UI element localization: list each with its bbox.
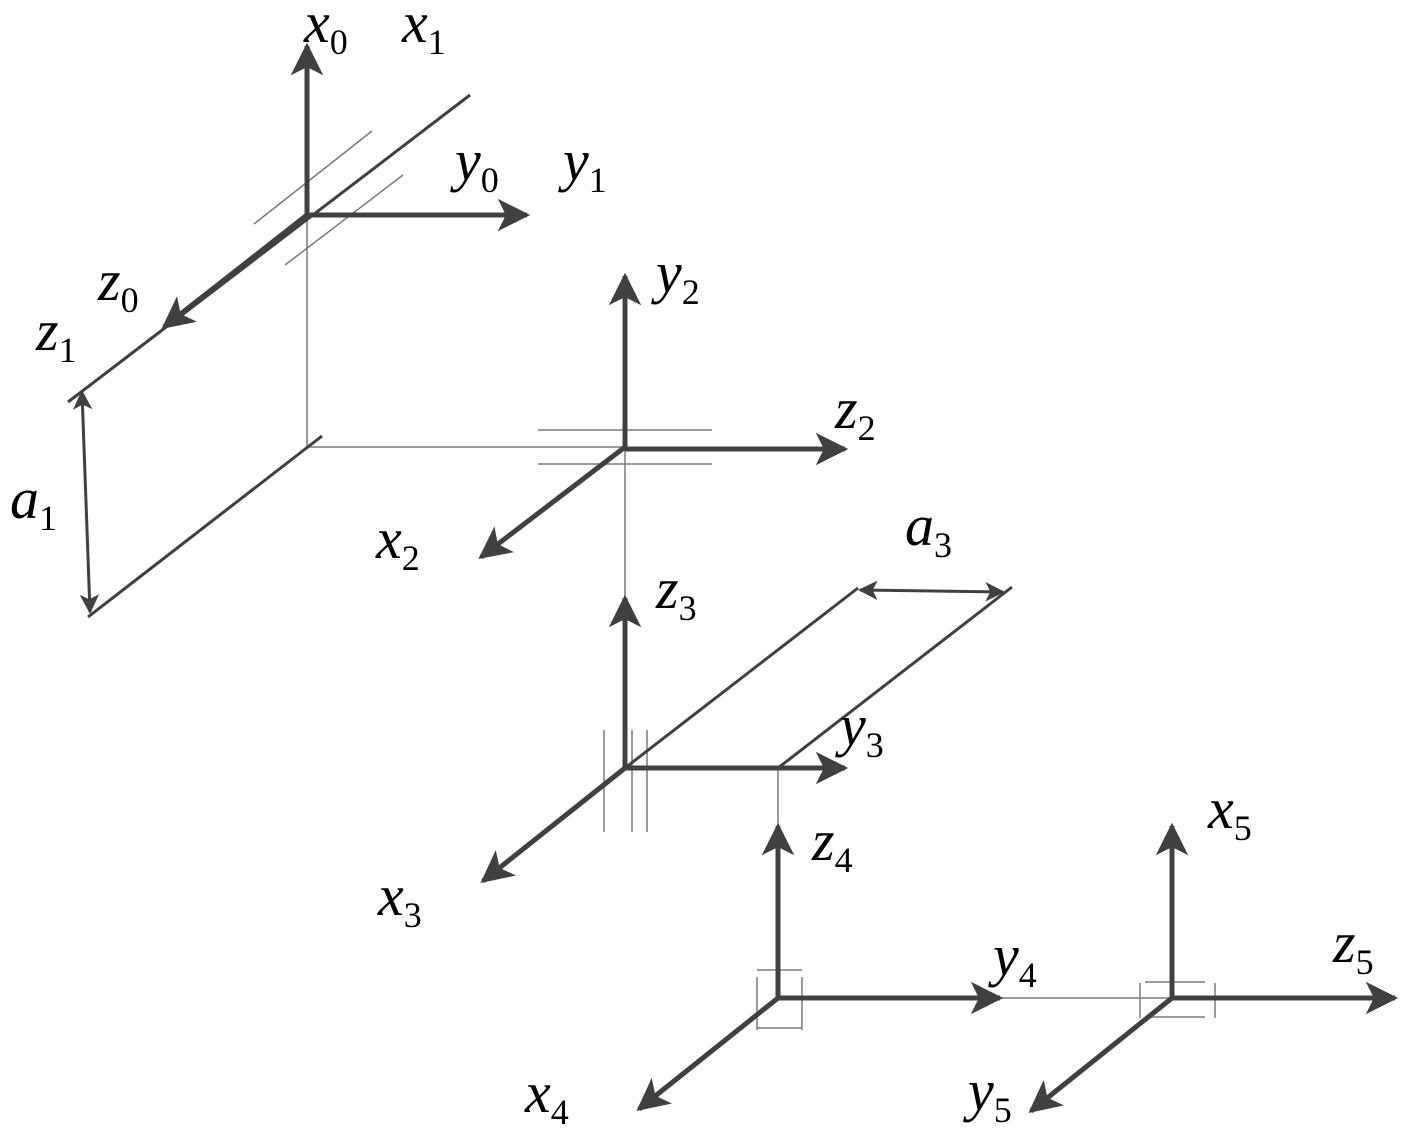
label-a1: a1 bbox=[10, 466, 57, 538]
frame-4 bbox=[636, 822, 1004, 1112]
label-x1: x1 bbox=[401, 0, 446, 62]
frame-2 bbox=[478, 272, 849, 559]
label-y0: y0 bbox=[450, 128, 499, 200]
label-x3: x3 bbox=[377, 863, 422, 935]
frame-5 bbox=[1028, 822, 1399, 1114]
label-y5: y5 bbox=[963, 1058, 1012, 1130]
label-z1: z1 bbox=[35, 298, 77, 370]
link-lines bbox=[67, 93, 1013, 770]
axis-labels: x0 x1 y0 y1 z0 z1 a1 y2 z2 x2 a3 z3 y3 x… bbox=[10, 0, 1374, 1132]
a1-dimension bbox=[72, 390, 100, 614]
label-y2: y2 bbox=[651, 240, 700, 312]
label-x2: x2 bbox=[375, 506, 420, 578]
label-a3: a3 bbox=[905, 493, 952, 565]
label-x4: x4 bbox=[524, 1060, 569, 1132]
label-y4: y4 bbox=[988, 923, 1037, 995]
label-z2: z2 bbox=[834, 376, 876, 448]
frame-0 bbox=[161, 42, 531, 330]
label-z3: z3 bbox=[655, 556, 697, 628]
label-y1: y1 bbox=[558, 128, 607, 200]
label-x0: x0 bbox=[303, 0, 348, 62]
label-x5: x5 bbox=[1207, 776, 1252, 848]
label-z0: z0 bbox=[97, 248, 139, 320]
label-z4: z4 bbox=[811, 808, 853, 880]
frame-3 bbox=[480, 594, 849, 884]
a3-dimension bbox=[858, 580, 1005, 602]
label-y3: y3 bbox=[835, 693, 884, 765]
dimension-arrows bbox=[72, 390, 1005, 614]
label-z5: z5 bbox=[1332, 910, 1374, 982]
